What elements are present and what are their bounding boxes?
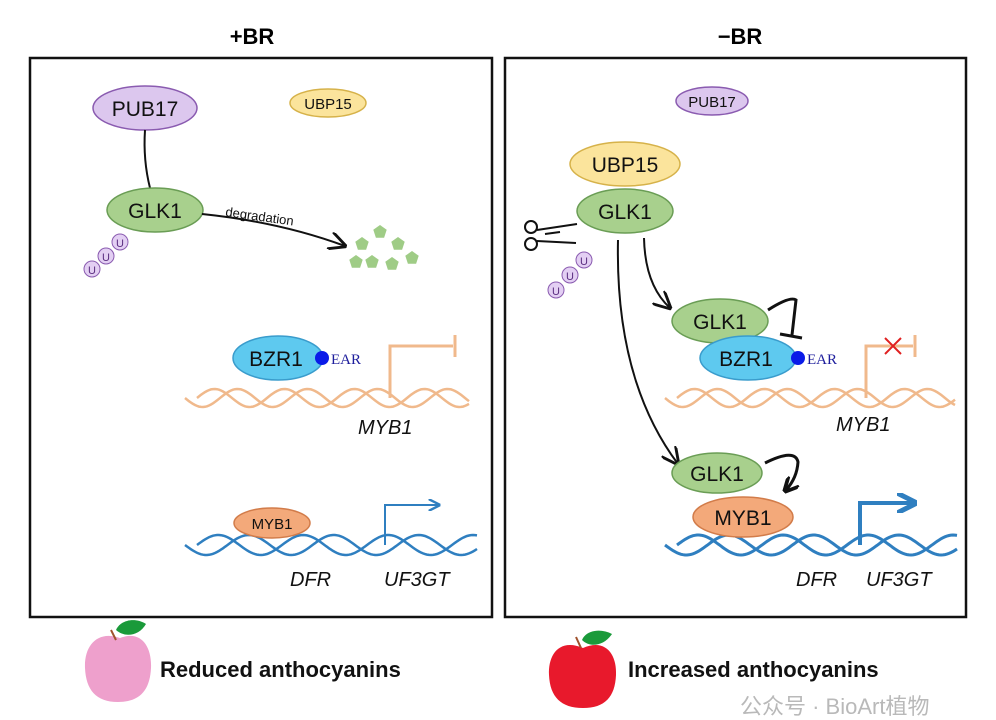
active-dna-helix bbox=[184, 533, 478, 557]
plus-br-panel: PUB17 UBP15 GLK1 U U U degradation BZR1 … bbox=[83, 85, 478, 591]
glk1-fragment bbox=[385, 257, 399, 270]
glk1-protein-myb1-complex: GLK1 bbox=[671, 452, 763, 494]
dfr-gene-label: DFR bbox=[290, 569, 331, 591]
uf3gt-gene-label: UF3GT bbox=[866, 569, 933, 591]
svg-text:MYB1: MYB1 bbox=[714, 507, 771, 530]
glk1-fragment bbox=[355, 237, 369, 250]
interaction-line bbox=[143, 129, 151, 189]
bzr1-protein: BZR1 bbox=[699, 335, 797, 381]
ear-label: EAR bbox=[807, 352, 837, 368]
ear-motif-dot bbox=[791, 351, 805, 365]
dfr-gene-label: DFR bbox=[796, 569, 837, 591]
svg-text:U: U bbox=[552, 286, 560, 298]
svg-text:PUB17: PUB17 bbox=[688, 94, 736, 111]
inhibition-arrow bbox=[767, 297, 803, 340]
svg-text:GLK1: GLK1 bbox=[693, 311, 747, 334]
reduced-anthocyanin-apple-icon bbox=[84, 620, 152, 702]
watermark: 公众号 · BioArt植物 bbox=[740, 694, 929, 719]
degraded-fragments bbox=[349, 225, 419, 270]
panel-title-plus-br: +BR bbox=[230, 24, 275, 49]
svg-text:UBP15: UBP15 bbox=[592, 154, 659, 177]
uf3gt-gene-label: UF3GT bbox=[384, 569, 451, 591]
myb1-protein: MYB1 bbox=[692, 496, 794, 538]
glk1-fragment bbox=[405, 251, 419, 264]
svg-text:U: U bbox=[116, 238, 124, 250]
derepressed-promoter bbox=[864, 335, 917, 398]
myb1-protein: MYB1 bbox=[233, 507, 311, 539]
pub17-protein: PUB17 bbox=[675, 86, 749, 116]
svg-text:GLK1: GLK1 bbox=[690, 463, 744, 486]
myb1-gene-label: MYB1 bbox=[836, 414, 890, 436]
increased-anthocyanin-apple-icon bbox=[548, 630, 617, 708]
svg-text:U: U bbox=[102, 252, 110, 264]
minus-br-panel: PUB17 UBP15 GLK1 U U U GLK1 bbox=[524, 86, 958, 591]
glk1-fragment bbox=[373, 225, 387, 238]
active-promoter-arrow bbox=[858, 503, 913, 545]
svg-text:PUB17: PUB17 bbox=[112, 98, 179, 121]
repressed-promoter bbox=[388, 335, 457, 398]
blocked-x-icon bbox=[884, 337, 902, 355]
svg-text:U: U bbox=[566, 271, 574, 283]
arrow-to-glk1-bzr1 bbox=[643, 237, 670, 308]
svg-text:U: U bbox=[88, 265, 96, 277]
repressed-dna-helix bbox=[664, 387, 956, 409]
svg-text:GLK1: GLK1 bbox=[128, 200, 182, 223]
glk1-protein: GLK1 bbox=[576, 188, 674, 234]
ubp15-protein: UBP15 bbox=[289, 88, 367, 118]
svg-text:BZR1: BZR1 bbox=[249, 348, 303, 371]
ubp15-protein: UBP15 bbox=[569, 141, 681, 187]
glk1-fragment bbox=[391, 237, 405, 250]
arrow-to-glk1-myb1 bbox=[616, 239, 678, 464]
scissors-icon bbox=[524, 220, 578, 251]
glk1-protein-bzr1-complex: GLK1 bbox=[671, 298, 769, 344]
active-promoter-arrow bbox=[384, 505, 438, 545]
active-dna-helix bbox=[664, 533, 958, 557]
bzr1-protein: BZR1 bbox=[232, 335, 324, 381]
svg-text:UBP15: UBP15 bbox=[304, 96, 352, 113]
ubiquitin-chain: U U U bbox=[547, 251, 593, 299]
myb1-gene-label: MYB1 bbox=[358, 417, 412, 439]
glk1-protein: GLK1 bbox=[106, 187, 204, 233]
outcome-increased-label: Increased anthocyanins bbox=[628, 657, 879, 682]
outcome-reduced-label: Reduced anthocyanins bbox=[160, 657, 401, 682]
svg-text:U: U bbox=[580, 256, 588, 268]
svg-text:MYB1: MYB1 bbox=[252, 516, 293, 533]
svg-text:GLK1: GLK1 bbox=[598, 201, 652, 224]
panel-title-minus-br: −BR bbox=[718, 24, 763, 49]
degradation-arrow bbox=[201, 213, 345, 246]
ear-label: EAR bbox=[331, 352, 361, 368]
repressed-dna-helix bbox=[184, 387, 470, 409]
glk1-fragment bbox=[365, 255, 379, 268]
ear-motif-dot bbox=[315, 351, 329, 365]
glk1-fragment bbox=[349, 255, 363, 268]
activation-arrow bbox=[764, 453, 798, 490]
pub17-protein: PUB17 bbox=[92, 85, 198, 131]
svg-text:BZR1: BZR1 bbox=[719, 348, 773, 371]
ubiquitin-chain: U U U bbox=[83, 233, 129, 278]
